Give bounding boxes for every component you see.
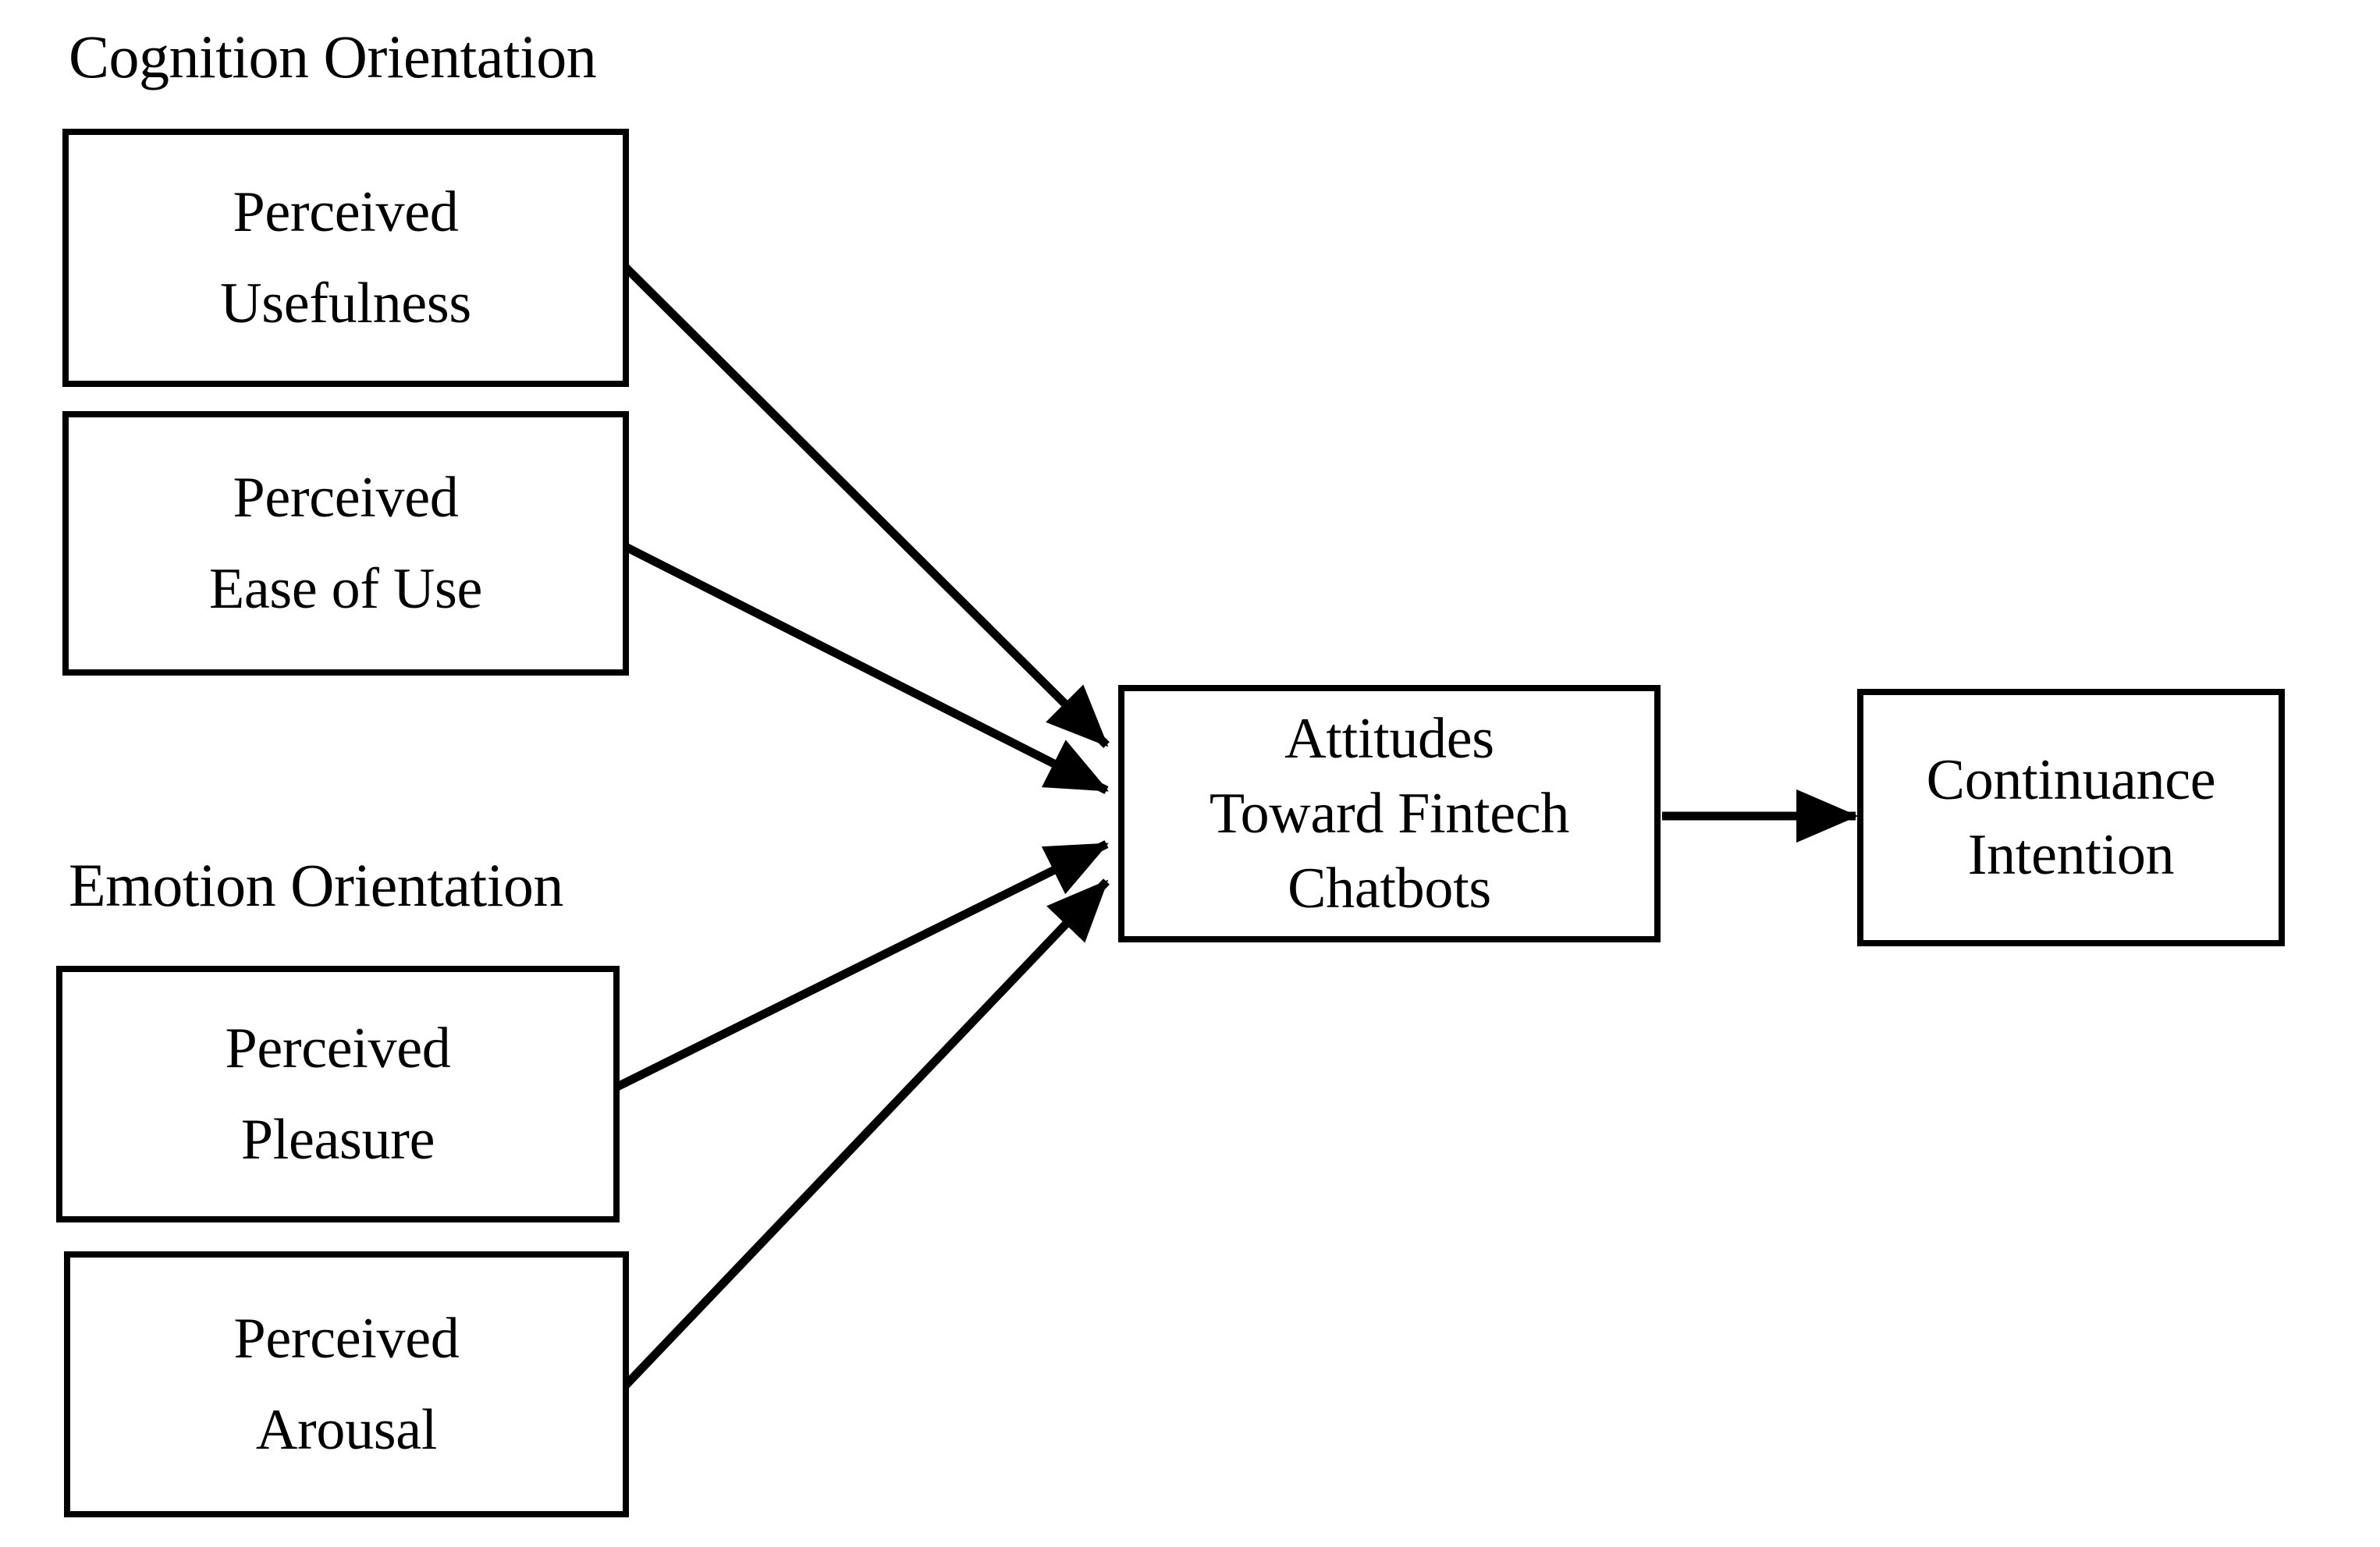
edge-peou-to-attitudes bbox=[616, 539, 1109, 794]
edge-pu-to-attitudes bbox=[615, 257, 1110, 748]
node-label-perceived-usefulness: Perceived Usefulness bbox=[220, 179, 471, 335]
node-perceived-ease-of-use[interactable]: Perceived Ease of Use bbox=[62, 411, 629, 676]
node-label-perceived-pleasure: Perceived Pleasure bbox=[225, 1016, 451, 1172]
node-label-attitudes-toward-fintech-chatbots: Attitudes Toward Fintech Chatbots bbox=[1209, 706, 1570, 921]
node-perceived-pleasure[interactable]: Perceived Pleasure bbox=[56, 966, 620, 1222]
group-label-emotion-orientation: Emotion Orientation bbox=[69, 851, 563, 919]
node-continuance-intention[interactable]: Continuance Intention bbox=[1857, 689, 2285, 946]
node-label-continuance-intention: Continuance Intention bbox=[1926, 747, 2216, 887]
node-label-perceived-arousal: Perceived Arousal bbox=[233, 1306, 460, 1462]
node-label-perceived-ease-of-use: Perceived Ease of Use bbox=[208, 465, 483, 621]
node-attitudes-toward-fintech-chatbots[interactable]: Attitudes Toward Fintech Chatbots bbox=[1118, 685, 1661, 942]
node-perceived-usefulness[interactable]: Perceived Usefulness bbox=[62, 129, 629, 387]
edge-pp-to-attitudes bbox=[610, 840, 1109, 1093]
edge-pa-to-attitudes bbox=[615, 878, 1110, 1396]
group-label-cognition-orientation: Cognition Orientation bbox=[69, 23, 597, 90]
node-perceived-arousal[interactable]: Perceived Arousal bbox=[64, 1251, 629, 1517]
